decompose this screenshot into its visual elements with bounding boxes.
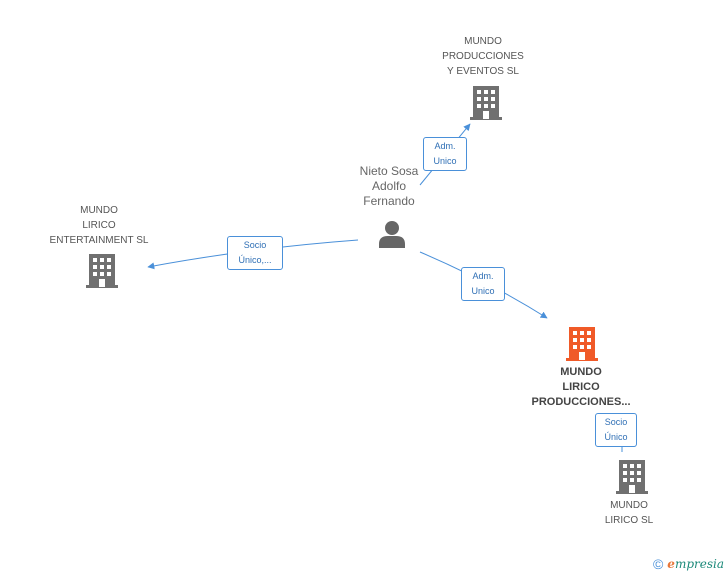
brand-footer[interactable]: © empresia [653,556,724,572]
building-icon[interactable] [616,460,648,494]
person-name[interactable]: Nieto Sosa Adolfo Fernando [360,164,419,209]
company-entertainment-line-1: MUNDO [80,205,118,216]
building-icon[interactable] [86,254,118,288]
edge-label-to-entertainment-line-2: Único,... [238,255,272,265]
company-producciones-line-1: MUNDO [560,366,602,378]
edge-label-to-entertainment-line-1: Socio [243,240,267,250]
copyright-icon: © [652,556,664,572]
person-name-line-3: Fernando [363,194,415,208]
company-producciones-line-3: PRODUCCIONES... [531,396,631,408]
building-icon[interactable] [470,86,502,120]
brand-logo: empresia [667,557,724,571]
person-name-line-1: Nieto Sosa [359,164,419,178]
edge-label-to-producciones-line-1: Adm. [472,271,494,281]
company-lirico-line-2: LIRICO SL [604,515,654,526]
company-eventos-line-3: Y EVENTOS SL [447,66,519,77]
person-name-line-2: Adolfo [371,179,407,193]
person-icon[interactable] [377,219,407,249]
edge-label-to-producciones[interactable]: Adm. Unico [461,267,505,301]
company-lirico-label[interactable]: MUNDO LIRICO SL [605,498,653,528]
company-entertainment-line-2: LIRICO [82,220,116,231]
edge-label-prod-to-lirico[interactable]: Socio Único [595,413,637,447]
edge-label-to-eventos-line-1: Adm. [434,141,456,151]
company-entertainment-line-3: ENTERTAINMENT SL [49,235,149,246]
edge-label-to-eventos[interactable]: Adm. Unico [423,137,467,171]
edge-label-to-eventos-line-2: Unico [433,156,457,166]
company-eventos-label[interactable]: MUNDO PRODUCCIONES Y EVENTOS SL [442,34,524,79]
brand-logo-initial: e [667,557,675,571]
company-eventos-line-2: PRODUCCIONES [442,51,524,62]
edge-label-to-producciones-line-2: Unico [471,286,495,296]
brand-logo-rest: mpresia [674,557,724,571]
company-eventos-line-1: MUNDO [464,36,502,47]
edge-label-to-entertainment[interactable]: Socio Único,... [227,236,283,270]
company-producciones-label[interactable]: MUNDO LIRICO PRODUCCIONES... [531,365,630,410]
company-producciones-line-2: LIRICO [562,381,600,393]
building-icon-focus[interactable] [566,327,598,361]
edge-label-prod-to-lirico-line-2: Único [604,432,628,442]
company-entertainment-label[interactable]: MUNDO LIRICO ENTERTAINMENT SL [50,203,149,248]
edge-label-prod-to-lirico-line-1: Socio [604,417,628,427]
company-lirico-line-1: MUNDO [610,500,648,511]
